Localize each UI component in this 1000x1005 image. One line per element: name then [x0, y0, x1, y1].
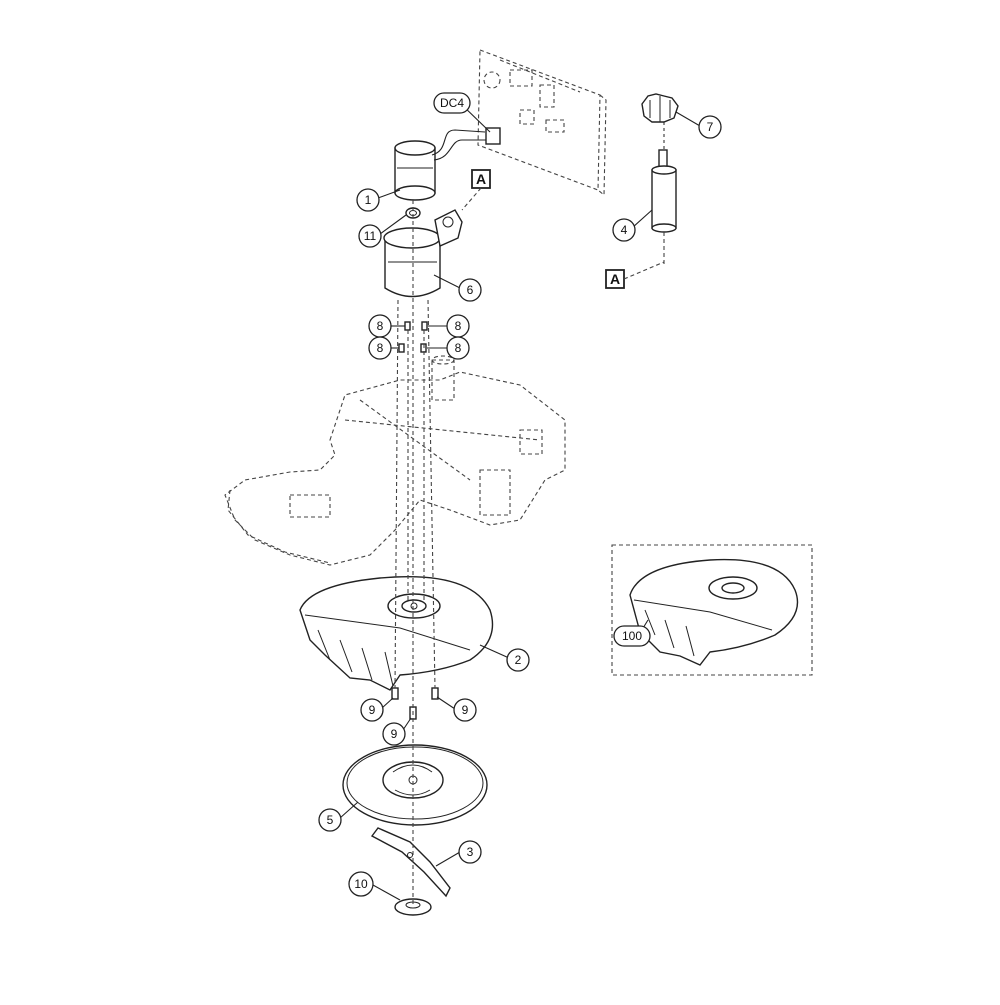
callout-9a: 9	[360, 698, 384, 722]
blade-guard	[299, 575, 494, 691]
callout-4: 4	[612, 218, 636, 242]
callout-dc4: DC4	[433, 92, 471, 114]
blade-nut	[394, 898, 432, 916]
callout-10: 10	[348, 871, 374, 897]
callout-8a: 8	[368, 314, 392, 338]
callout-7: 7	[698, 115, 722, 139]
inset-box	[611, 544, 813, 676]
callout-5: 5	[318, 808, 342, 832]
blade	[370, 827, 451, 898]
svg-text:8: 8	[455, 341, 462, 355]
height-knob	[641, 93, 679, 123]
svg-text:9: 9	[391, 727, 398, 741]
callout-8d: 8	[446, 336, 470, 360]
callout-6: 6	[458, 278, 482, 302]
blade-disc	[342, 744, 488, 826]
screws-9	[391, 687, 439, 720]
svg-text:100: 100	[622, 629, 642, 643]
control-board	[477, 49, 607, 197]
ref-a-top: A	[471, 169, 491, 189]
ref-a-bottom: A	[605, 269, 625, 289]
callout-2: 2	[506, 648, 530, 672]
svg-text:5: 5	[327, 813, 334, 827]
svg-text:11: 11	[364, 229, 377, 243]
callout-9b: 9	[453, 698, 477, 722]
svg-text:4: 4	[621, 223, 628, 237]
svg-text:6: 6	[467, 283, 474, 297]
motor	[394, 127, 501, 201]
assembly-lines	[394, 200, 436, 906]
svg-text:2: 2	[515, 653, 522, 667]
callout-11: 11	[358, 224, 382, 248]
callout-9c: 9	[382, 722, 406, 746]
motor-housing	[383, 209, 463, 298]
callout-8c: 8	[368, 336, 392, 360]
callout-8b: 8	[446, 314, 470, 338]
callout-1: 1	[356, 188, 380, 212]
svg-text:9: 9	[369, 703, 376, 717]
svg-text:7: 7	[707, 120, 714, 134]
svg-text:A: A	[476, 171, 486, 187]
svg-text:8: 8	[377, 319, 384, 333]
height-shaft	[651, 122, 677, 265]
callout-3: 3	[458, 840, 482, 864]
svg-text:8: 8	[455, 319, 462, 333]
svg-text:10: 10	[354, 877, 368, 891]
svg-text:1: 1	[365, 193, 372, 207]
svg-text:8: 8	[377, 341, 384, 355]
callout-100: 100	[613, 625, 651, 647]
chassis	[224, 355, 566, 566]
svg-text:9: 9	[462, 703, 469, 717]
svg-text:DC4: DC4	[440, 96, 464, 110]
svg-text:A: A	[610, 271, 620, 287]
svg-text:3: 3	[467, 845, 474, 859]
